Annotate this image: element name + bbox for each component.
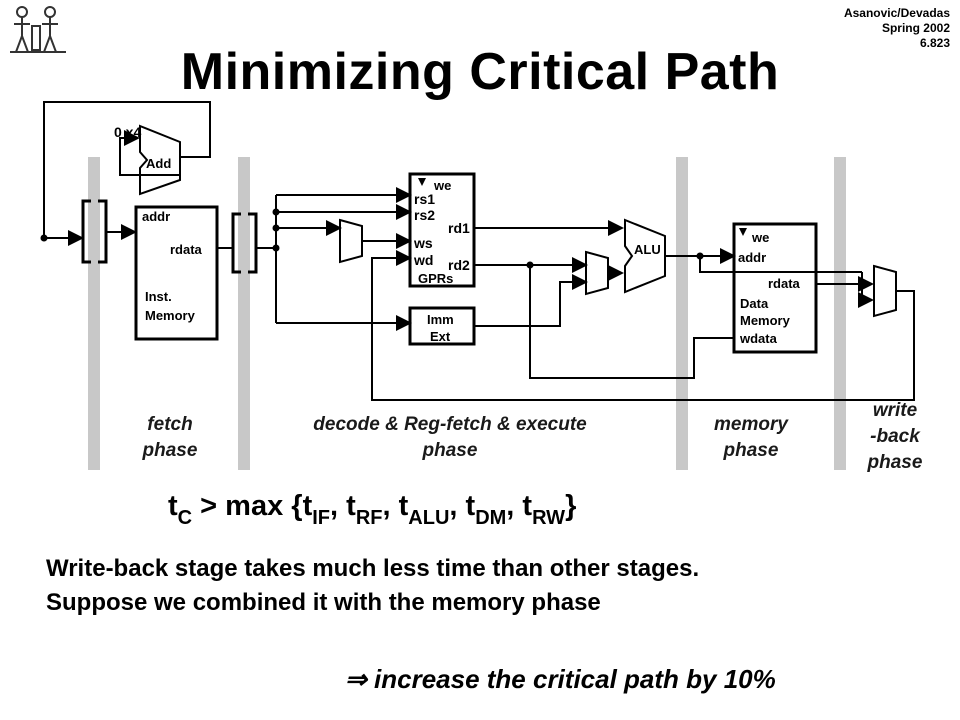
formula-term-t: t	[302, 490, 313, 522]
mit-logo-icon	[10, 6, 66, 53]
gpr-rd1-label: rd1	[448, 220, 470, 236]
data-memory	[732, 222, 818, 354]
inst-mem-addr-label: addr	[142, 209, 170, 224]
dmem-name-line2: Memory	[740, 313, 791, 328]
pipeline-bar-memory	[676, 157, 688, 470]
dmem-we-label: we	[751, 230, 769, 245]
writeback-phase-line3: phase	[867, 452, 923, 473]
pipeline-bar-fetch	[88, 157, 100, 470]
dmem-name-line1: Data	[740, 296, 769, 311]
formula-lhs-sub: C	[177, 507, 193, 529]
formula-term-sub: RW	[532, 507, 566, 529]
credit-course: 6.823	[919, 36, 950, 50]
pipeline-bar-decode	[238, 157, 250, 470]
operand-mux	[585, 250, 609, 296]
dmem-rdata-label: rdata	[768, 276, 801, 291]
fetch-phase-line2: phase	[142, 440, 198, 461]
register-file	[408, 172, 476, 288]
formula-term-sub: ALU	[408, 507, 450, 529]
memory-phase-label: memory phase	[696, 412, 806, 464]
body-line1: Write-back stage takes much less time th…	[46, 555, 700, 582]
decode-phase-label: decode & Reg-fetch & execute phase	[260, 412, 640, 464]
page-title: Minimizing Critical Path	[180, 43, 780, 101]
conclusion-text: ⇒ increase the critical path by 10%	[345, 664, 776, 694]
writeback-phase-line2: -back	[870, 426, 920, 447]
gpr-rs1-label: rs1	[414, 191, 435, 207]
formula-term-t: t	[346, 490, 356, 522]
formula-term-t: t	[465, 490, 476, 522]
pc-adder	[139, 124, 181, 196]
memory-phase-line1: memory	[714, 414, 788, 435]
adder-label: Add	[146, 156, 171, 171]
writeback-phase-label: write -back phase	[850, 398, 940, 476]
writeback-mux	[873, 264, 897, 318]
inst-mem-name-line1: Inst.	[145, 289, 172, 304]
decode-phase-line1: decode & Reg-fetch & execute	[313, 414, 587, 435]
fetch-phase-line1: fetch	[147, 414, 193, 435]
memory-phase-line2: phase	[723, 440, 779, 461]
ir-register	[231, 212, 258, 274]
gpr-we-label: we	[433, 178, 451, 193]
credit-term: Spring 2002	[881, 21, 950, 35]
formula-term-t: t	[398, 490, 409, 522]
body-text: Write-back stage takes much less time th…	[46, 552, 699, 620]
gpr-rd2-label: rd2	[448, 257, 470, 273]
formula-term-sub: IF	[312, 507, 331, 529]
formula-term-sub: RF	[355, 507, 383, 529]
formula-term-t: t	[522, 490, 533, 522]
formula-term-sub: DM	[475, 507, 507, 529]
fetch-phase-label: fetch phase	[120, 412, 220, 464]
critical-path-formula: tC > max {tIF, tRF, tALU, tDM, tRW}	[168, 490, 577, 529]
gpr-name-label: GPRs	[418, 271, 453, 286]
write-select-mux	[339, 218, 363, 264]
credit-authors: Asanovic/Devadas	[843, 6, 950, 20]
inst-mem-name-line2: Memory	[145, 308, 196, 323]
writeback-phase-line1: write	[872, 400, 918, 421]
credits: Asanovic/Devadas Spring 2002 6.823	[844, 6, 950, 51]
dmem-wdata-label: wdata	[739, 331, 778, 346]
formula-lhs-t: t	[168, 490, 178, 522]
adder-inputs-label: 0 x4	[114, 124, 141, 140]
gpr-ws-label: ws	[413, 235, 433, 251]
pipeline-bar-writeback	[834, 157, 846, 470]
inst-mem-rdata-label: rdata	[170, 242, 203, 257]
alu	[624, 218, 666, 294]
imm-ext-line1: Imm	[427, 312, 454, 327]
alu-label: ALU	[634, 242, 661, 257]
dmem-addr-label: addr	[738, 250, 766, 265]
body-line2: Suppose we combined it with the memory p…	[46, 589, 601, 616]
imm-ext-line2: Ext	[430, 329, 451, 344]
instruction-memory	[134, 205, 219, 341]
gpr-wd-label: wd	[413, 252, 433, 268]
decode-phase-line2: phase	[422, 440, 478, 461]
formula-close: }	[565, 490, 577, 522]
gpr-rs2-label: rs2	[414, 207, 435, 223]
formula-op: > max {	[192, 490, 303, 522]
